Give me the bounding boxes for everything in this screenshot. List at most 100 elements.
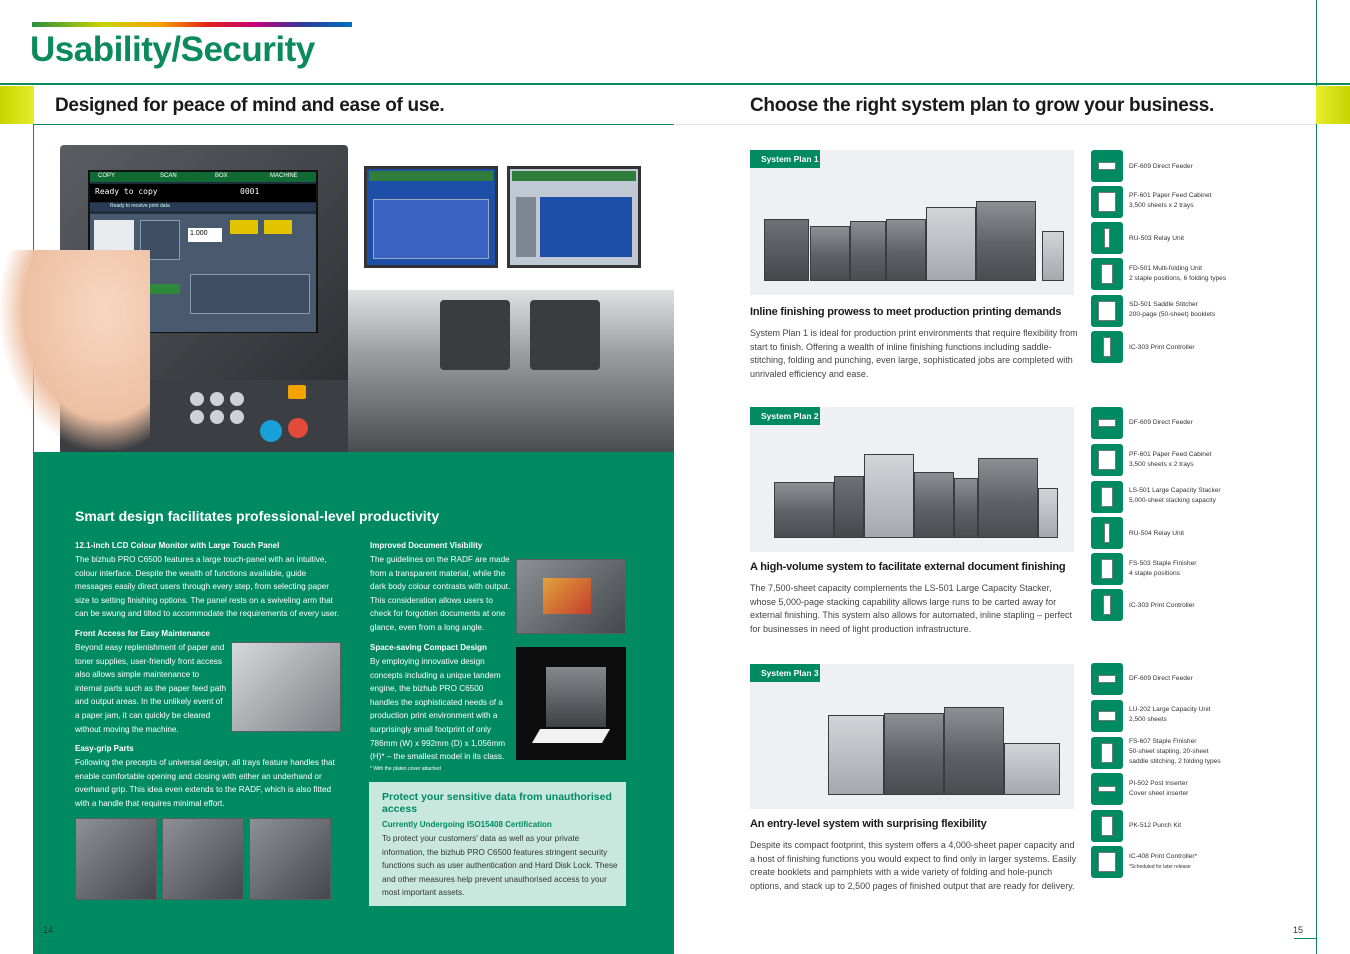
- print-controller-icon: [1091, 331, 1123, 363]
- feature-body-visibility: The guidelines on the RADF are made from…: [370, 555, 511, 632]
- interrupt-key[interactable]: [288, 385, 306, 399]
- screen-tab-bar: COPY SCAN BOX MACHINE: [90, 172, 316, 182]
- large-capacity-unit-icon: [1091, 700, 1123, 732]
- print-controller-icon: [1091, 846, 1123, 878]
- tab-copy[interactable]: COPY: [98, 173, 116, 179]
- post-inserter-icon: [1091, 773, 1123, 805]
- radf-photo: [516, 559, 626, 634]
- feature-title-front-access: Front Access for Easy Maintenance: [75, 629, 210, 638]
- touch-panel-screenshot-1: [364, 166, 498, 268]
- punch-kit-icon: [1091, 810, 1123, 842]
- header-rule: [0, 83, 1350, 85]
- plan-1-label: System Plan 1: [750, 150, 820, 168]
- stacker-icon: [1091, 481, 1123, 513]
- right-heading-rule: [676, 124, 1316, 125]
- plan-3-option-6: IC-408 Print Controller**Scheduled for l…: [1129, 853, 1198, 870]
- tray-photo-1: [75, 818, 157, 900]
- plan-3-heading: An entry-level system with surprising fl…: [750, 818, 987, 830]
- feature-body-monitor: The bizhub PRO C6500 features a large to…: [75, 555, 339, 619]
- features-panel-title: Smart design facilitates professional-le…: [75, 508, 440, 524]
- plan-1-option-1: DF-609 Direct Feeder: [1129, 163, 1193, 170]
- touch-panel-screenshot-2: [507, 166, 641, 268]
- right-accent-bar: [1316, 86, 1350, 124]
- tray-photo-2: [162, 818, 244, 900]
- left-heading-rule: [33, 124, 674, 125]
- touch-screen: COPY SCAN BOX MACHINE Ready to copy 0001…: [88, 170, 318, 333]
- plan-3-photo: [750, 664, 1074, 809]
- paper-cabinet-icon: [1091, 444, 1123, 476]
- tab-scan[interactable]: SCAN: [160, 173, 177, 179]
- stop-button[interactable]: [288, 418, 308, 438]
- plan-2-option-1: DF-609 Direct Feeder: [1129, 419, 1193, 426]
- plan-1-photo: [750, 150, 1074, 295]
- side-panel-photo-2: [530, 300, 600, 370]
- start-button[interactable]: [260, 420, 282, 442]
- feature-title-monitor: 12.1-inch LCD Colour Monitor with Large …: [75, 541, 280, 550]
- plan-1-option-3: RU-503 Relay Unit: [1129, 235, 1184, 242]
- security-box: [369, 782, 626, 906]
- plan-1-body: System Plan 1 is ideal for production pr…: [750, 328, 1078, 379]
- tab-box[interactable]: BOX: [215, 173, 228, 179]
- paper-cabinet-icon: [1091, 186, 1123, 218]
- plan-2-heading: A high-volume system to facilitate exter…: [750, 561, 1066, 573]
- screen-status: Ready to copy: [95, 187, 158, 196]
- feature-title-easy-grip: Easy-grip Parts: [75, 744, 134, 753]
- feeder-icon: [1091, 150, 1123, 182]
- relay-unit-icon: [1091, 517, 1123, 549]
- security-body: To protect your customers' data as well …: [382, 834, 618, 898]
- relay-unit-icon: [1091, 222, 1123, 254]
- page-number-left: 14: [43, 925, 54, 935]
- screen-message: Ready to receive print data: [110, 203, 170, 209]
- security-title: Protect your sensitive data from unautho…: [382, 791, 612, 815]
- hand-photo: [0, 250, 150, 450]
- plan-2-body: The 7,500-sheet capacity complements the…: [750, 583, 1072, 634]
- print-controller-icon: [1091, 589, 1123, 621]
- staple-finisher-icon: [1091, 737, 1123, 769]
- screen-set-number: 0001: [240, 187, 260, 196]
- screen-status-bar: Ready to copy 0001: [90, 184, 316, 202]
- feeder-icon: [1091, 663, 1123, 695]
- feature-title-visibility: Improved Document Visibility: [370, 541, 483, 550]
- plan-1-heading: Inline finishing prowess to meet product…: [750, 306, 1062, 318]
- page-num-rule-right: [1294, 938, 1316, 939]
- plan-3-option-1: DF-609 Direct Feeder: [1129, 675, 1193, 682]
- front-access-photo: [231, 642, 341, 732]
- feeder-icon: [1091, 407, 1123, 439]
- left-section-heading: Designed for peace of mind and ease of u…: [55, 95, 445, 116]
- plan-1-option-6: IC-303 Print Controller: [1129, 344, 1195, 351]
- plan-2-option-6: IC-303 Print Controller: [1129, 602, 1195, 609]
- plan-2-option-4: RU-504 Relay Unit: [1129, 530, 1184, 537]
- right-margin-rule: [1316, 0, 1317, 954]
- plan-2-photo: [750, 407, 1074, 552]
- plan-2-label: System Plan 2: [750, 407, 820, 425]
- page-num-rule-left: [33, 938, 55, 939]
- security-subtitle: Currently Undergoing ISO15408 Certificat…: [382, 820, 552, 829]
- rainbow-stripe: [32, 22, 352, 27]
- page-title: Usability/Security: [30, 30, 315, 69]
- page-number-right: 15: [1293, 925, 1304, 935]
- tab-machine[interactable]: MACHINE: [270, 173, 298, 179]
- footprint-footnote: * With the platen cover attached: [370, 766, 441, 772]
- plan-3-label: System Plan 3: [750, 664, 820, 682]
- screen-quantity: 1.000: [188, 228, 222, 242]
- plan-3-body: Despite its compact footprint, this syst…: [750, 840, 1077, 891]
- left-accent-bar: [0, 86, 34, 124]
- feature-body-easy-grip: Following the precepts of universal desi…: [75, 758, 335, 808]
- side-panel-photo: [440, 300, 510, 370]
- tray-photo-3: [249, 818, 331, 900]
- saddle-stitcher-icon: [1091, 295, 1123, 327]
- footprint-photo: [516, 647, 626, 760]
- folding-unit-icon: [1091, 258, 1123, 290]
- staple-finisher-icon: [1091, 553, 1123, 585]
- screen-message-bar: Ready to receive print data: [90, 203, 316, 211]
- feature-body-front-access: Beyond easy replenishment of paper and t…: [75, 643, 227, 734]
